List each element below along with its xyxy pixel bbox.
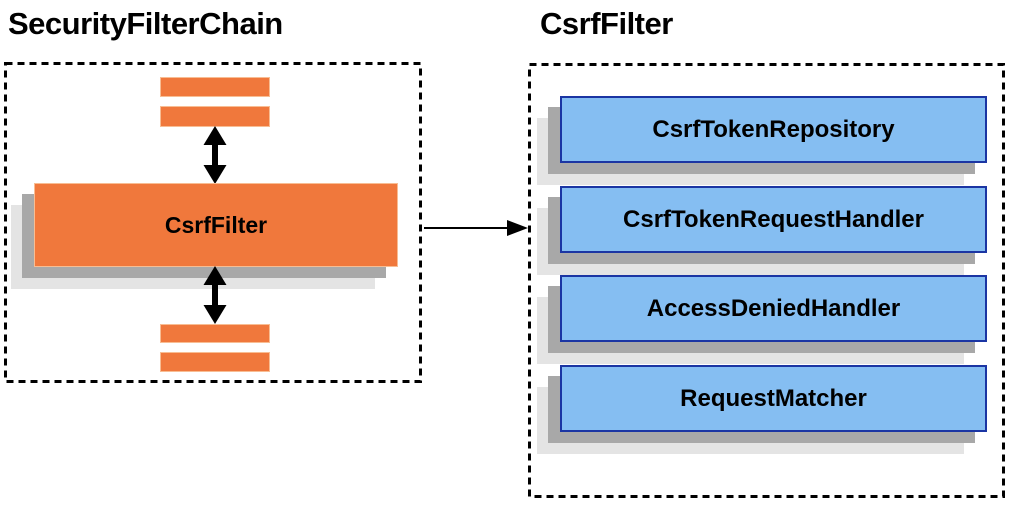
component-label: CsrfTokenRequestHandler xyxy=(623,205,924,233)
component-label: AccessDeniedHandler xyxy=(646,294,901,322)
csrf-filter-container xyxy=(528,63,1005,498)
right-panel-title: CsrfFilter xyxy=(540,6,673,41)
component-label: CsrfTokenRepository xyxy=(652,115,895,143)
filter-placeholder-bar xyxy=(160,352,270,372)
component-box-access-denied-handler: AccessDeniedHandler xyxy=(560,275,987,342)
component-box-csrf-token-repository: CsrfTokenRepository xyxy=(560,96,987,163)
dashed-border xyxy=(4,62,422,383)
security-filter-chain-container xyxy=(4,62,422,383)
flow-arrow-icon xyxy=(424,220,528,236)
left-panel-title: SecurityFilterChain xyxy=(8,6,283,41)
component-box-request-matcher: RequestMatcher xyxy=(560,365,987,432)
filter-placeholder-bar xyxy=(160,77,270,97)
dashed-border xyxy=(528,63,1005,498)
bidirectional-arrow-icon xyxy=(203,126,227,184)
bidirectional-arrow-icon xyxy=(203,266,227,324)
component-label: RequestMatcher xyxy=(680,384,867,412)
component-box-csrf-token-request-handler: CsrfTokenRequestHandler xyxy=(560,186,987,253)
csrf-filter-box: CsrfFilter xyxy=(34,183,398,267)
filter-placeholder-bar xyxy=(160,324,270,343)
csrf-filter-box-label: CsrfFilter xyxy=(164,211,268,238)
filter-placeholder-bar xyxy=(160,106,270,127)
